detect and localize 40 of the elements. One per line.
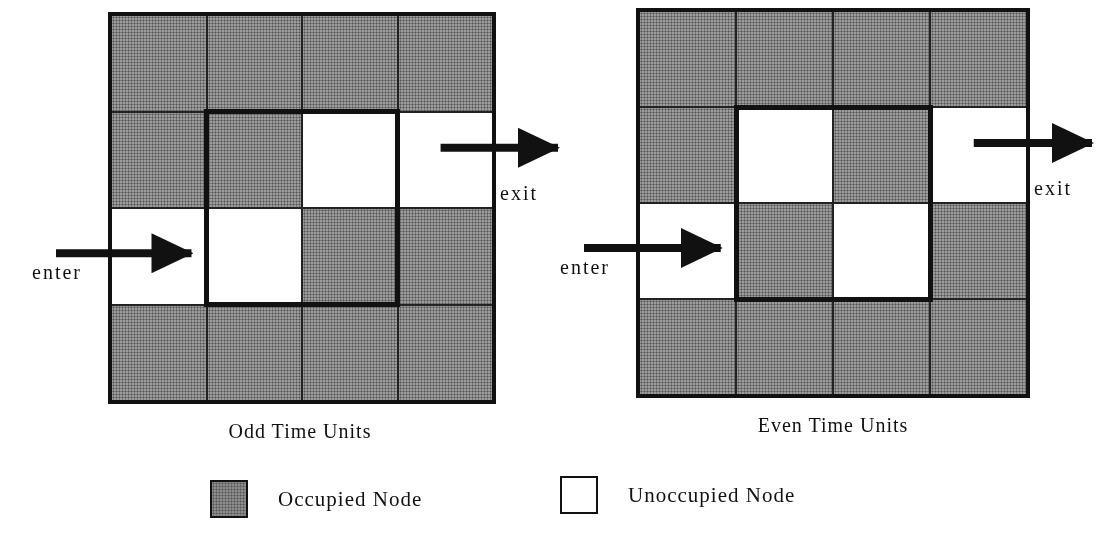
cell-box xyxy=(737,108,832,202)
cell-box xyxy=(737,204,832,298)
cell-box xyxy=(834,12,929,106)
cell-box xyxy=(398,16,492,111)
cell-box xyxy=(112,16,206,111)
cell-box xyxy=(398,209,492,304)
cell-box xyxy=(640,108,735,202)
cell-box xyxy=(303,16,397,111)
cell-box xyxy=(303,112,397,207)
cell-box xyxy=(834,108,929,202)
cell-box xyxy=(398,112,492,207)
cell-box xyxy=(931,108,1026,202)
cell-box xyxy=(737,300,832,394)
grid-box xyxy=(636,8,1030,398)
cell-box xyxy=(737,12,832,106)
arrow xyxy=(973,123,1094,163)
grid-box xyxy=(108,12,496,404)
cell-box xyxy=(207,112,301,207)
arrow xyxy=(440,127,560,168)
cell-box xyxy=(931,300,1026,394)
cell-box xyxy=(834,204,929,298)
cell-box xyxy=(207,305,301,400)
cell-box xyxy=(112,305,206,400)
arrow xyxy=(56,233,194,274)
cell-box xyxy=(303,305,397,400)
cell-box xyxy=(640,300,735,394)
cell-box xyxy=(207,209,301,304)
cell-box xyxy=(303,209,397,304)
cell-box xyxy=(398,305,492,400)
grid-caption: Odd Time Units xyxy=(228,420,372,443)
cell-box xyxy=(931,204,1026,298)
grid-caption: Even Time Units xyxy=(757,414,909,437)
legend-label: Occupied Node xyxy=(278,486,423,512)
cell-box xyxy=(640,12,735,106)
cell-box xyxy=(207,16,301,111)
cell-box xyxy=(931,12,1026,106)
cell-box xyxy=(112,112,206,207)
cell-box xyxy=(834,300,929,394)
legend-label: Unoccupied Node xyxy=(628,482,796,508)
arrow xyxy=(584,228,723,268)
